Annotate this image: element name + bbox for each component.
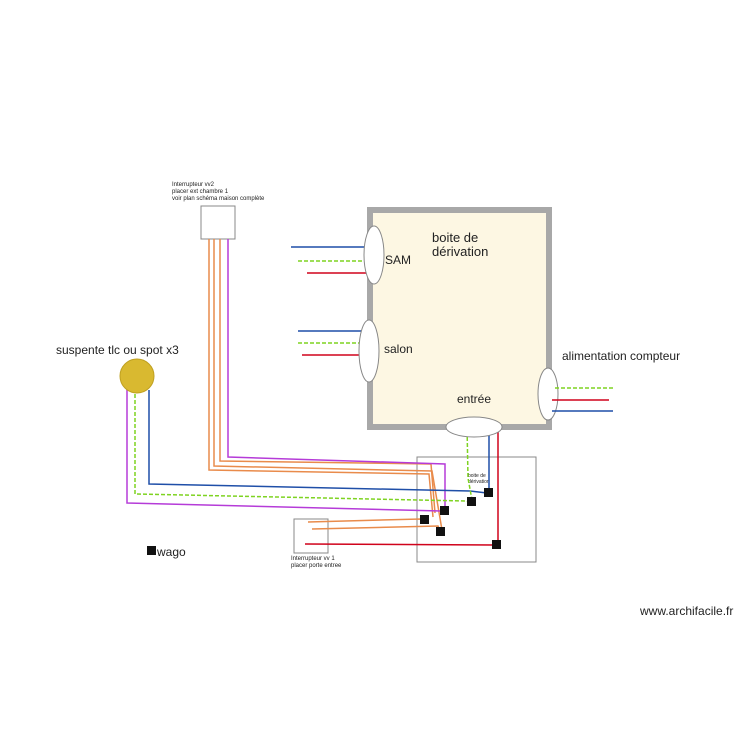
switch-vv1 [293,518,329,554]
wago-connector [436,527,445,536]
junction-box-title-line2: dérivation [432,244,488,259]
supply-label: alimentation compteur [562,349,680,363]
switch-vv2 [200,205,236,240]
lamp-label: suspente tlc ou spot x3 [56,343,179,357]
entry-label: entrée [457,392,491,406]
wago-connector [440,506,449,515]
wago-connector [492,540,501,549]
sam-cable-gland [363,225,385,285]
sam-wires [291,246,367,274]
legend-wago-label: wago [156,545,186,559]
room-label-salon: salon [384,342,413,356]
wago-connector [484,488,493,497]
switch-vv1-wires [304,518,495,546]
switch-vv2-label-line2: placer ext chambre 1 [172,189,229,195]
supply-wires [552,387,614,412]
legend-wago-symbol [147,546,156,555]
switch-vv1-label-line1: Interrupteur vv 1 [291,556,335,562]
small-box-label-line1: boite de [468,473,486,479]
switch-vv2-label-line1: Interrupteur vv2 [172,182,215,188]
salon-wires [298,330,364,356]
entry-cable-gland [445,416,503,438]
salon-cable-gland [358,319,380,383]
wago-connector [467,497,476,506]
wago-connector [420,515,429,524]
junction-box-title-line1: boite de [432,230,478,245]
junction-box [367,207,552,430]
small-junction-box [416,456,537,563]
wago-connectors [420,488,501,549]
entry-wires [466,424,499,544]
lamp-symbol [119,358,155,394]
switch-vv2-label-line3: voir plan schéma maison complète [172,196,265,202]
supply-cable-gland [537,367,559,421]
small-box-label-line2: dérivation [468,479,490,485]
room-label-sam: SAM [385,253,411,267]
watermark: www.archifacile.fr [639,604,733,618]
switch-vv1-label-line2: placer porte entree [291,563,342,569]
